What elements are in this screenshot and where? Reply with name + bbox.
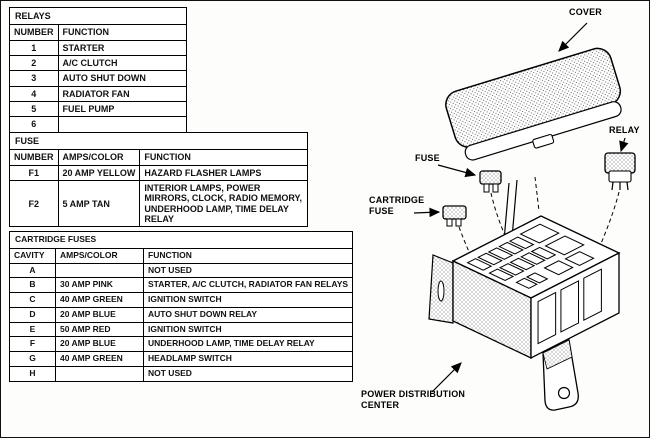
table-cell: C	[9, 292, 56, 308]
table-cell	[55, 262, 144, 279]
table-cell: AUTO SHUT DOWN RELAY	[142, 306, 354, 323]
table-cell: 5 AMP TAN	[57, 180, 141, 228]
table-cell: STARTER, A/C CLUTCH, RADIATOR FAN RELAYS	[142, 277, 354, 294]
table-row: D 20 AMP BLUE AUTO SHUT DOWN RELAY	[9, 306, 354, 323]
column-header: CAVITY	[9, 247, 56, 264]
cartridge-fuse-shape	[442, 205, 478, 270]
column-header: FUNCTION	[139, 149, 309, 166]
table-row: 1 STARTER	[9, 39, 187, 57]
table-cell: 40 AMP GREEN	[55, 351, 144, 367]
table-cell: 6	[9, 116, 59, 133]
table-cell: B	[9, 277, 56, 294]
table-row: 6	[9, 116, 187, 133]
table-row: A NOT USED	[9, 262, 354, 279]
cartridge-fuse-arrow	[413, 207, 441, 218]
table-row: H NOT USED	[9, 365, 354, 382]
fuse-table-title: FUSE	[8, 131, 309, 151]
power-distribution-center-label: POWER DISTRIBUTION CENTER	[361, 389, 466, 411]
table-cell: 4	[9, 85, 59, 103]
column-header: FUNCTION	[142, 247, 354, 264]
table-cell: E	[9, 321, 56, 338]
table-row: C 40 AMP GREEN IGNITION SWITCH	[9, 292, 354, 308]
table-cell: HEADLAMP SWITCH	[142, 351, 354, 367]
table-cell: 3	[9, 70, 59, 87]
table-cell: A	[9, 262, 56, 279]
power-distribution-box-shape	[428, 215, 621, 411]
table-cell: UNDERHOOD LAMP, TIME DELAY RELAY	[142, 336, 354, 353]
table-header-row: CAVITY AMPS/COLOR FUNCTION	[9, 247, 354, 264]
table-cell: AUTO SHUT DOWN	[57, 70, 187, 87]
table-row: 2 A/C CLUTCH	[9, 55, 187, 72]
table-cell: G	[9, 351, 56, 367]
table-title-row: CARTRIDGE FUSES	[8, 231, 354, 249]
table-cell: 20 AMP BLUE	[55, 336, 144, 353]
cover-leader-line	[534, 176, 540, 212]
table-cell: 40 AMP GREEN	[55, 292, 144, 308]
fuse-arrow	[437, 164, 477, 178]
table-row: F 20 AMP BLUE UNDERHOOD LAMP, TIME DELAY…	[9, 336, 354, 353]
table-cell: IGNITION SWITCH	[142, 321, 354, 338]
table-cell	[57, 116, 187, 133]
relays-table: RELAYS NUMBER FUNCTION 1 STARTER 2 A/C C…	[9, 6, 187, 133]
column-header: NUMBER	[9, 24, 59, 41]
table-header-row: NUMBER AMPS/COLOR FUNCTION	[9, 149, 309, 166]
table-row: F1 20 AMP YELLOW HAZARD FLASHER LAMPS	[9, 164, 309, 182]
table-cell: 1	[9, 39, 59, 57]
table-row: B 30 AMP PINK STARTER, A/C CLUTCH, RADIA…	[9, 277, 354, 294]
column-header: AMPS/COLOR	[55, 247, 144, 264]
power-distribution-center-arrow	[431, 362, 462, 393]
table-title-row: FUSE	[8, 131, 309, 151]
table-cell: NOT USED	[142, 365, 354, 382]
table-cell: FUEL PUMP	[57, 101, 187, 118]
table-cell: HAZARD FLASHER LAMPS	[139, 164, 309, 182]
table-row: F2 5 AMP TAN INTERIOR LAMPS, POWER MIRRO…	[9, 180, 309, 228]
table-row: G 40 AMP GREEN HEADLAMP SWITCH	[9, 351, 354, 367]
table-cell: IGNITION SWITCH	[142, 292, 354, 308]
table-row: 5 FUEL PUMP	[9, 101, 187, 118]
table-cell: F	[9, 336, 56, 353]
table-cell: F2	[9, 180, 59, 228]
column-header: AMPS/COLOR	[57, 149, 141, 166]
table-row: 4 RADIATOR FAN	[9, 85, 187, 103]
table-cell: INTERIOR LAMPS, POWER MIRRORS, CLOCK, RA…	[139, 180, 309, 228]
cartridge-fuse-label: CARTRIDGE FUSE	[369, 195, 425, 217]
table-cell: D	[9, 306, 56, 323]
cartridge-fuses-table: CARTRIDGE FUSES CAVITY AMPS/COLOR FUNCTI…	[8, 231, 354, 382]
table-cell: 20 AMP BLUE	[55, 306, 144, 323]
table-title-row: RELAYS	[9, 6, 187, 26]
table-cell: H	[9, 365, 56, 382]
relay-label: RELAY	[609, 125, 640, 135]
cover-arrow	[558, 22, 588, 52]
table-cell: STARTER	[57, 39, 187, 57]
relay-shape	[592, 152, 636, 264]
table-cell: A/C CLUTCH	[57, 55, 187, 72]
table-cell: 20 AMP YELLOW	[57, 164, 141, 182]
table-cell: 50 AMP RED	[55, 321, 144, 338]
column-header: FUNCTION	[57, 24, 187, 41]
table-header-row: NUMBER FUNCTION	[9, 24, 187, 41]
fuse-stem-line	[503, 182, 510, 242]
cover-shape	[445, 47, 622, 161]
table-row: 3 AUTO SHUT DOWN	[9, 70, 187, 87]
relays-table-title: RELAYS	[9, 6, 187, 26]
table-cell: 5	[9, 101, 59, 118]
cover-label: COVER	[569, 7, 603, 17]
fuse-table: FUSE NUMBER AMPS/COLOR FUNCTION F1 20 AM…	[8, 131, 309, 228]
table-cell: NOT USED	[142, 262, 354, 279]
table-cell: 30 AMP PINK	[55, 277, 144, 294]
table-row: E 50 AMP RED IGNITION SWITCH	[9, 321, 354, 338]
relay-arrow	[619, 137, 629, 153]
table-cell: RADIATOR FAN	[57, 85, 187, 103]
column-header: NUMBER	[9, 149, 59, 166]
cartridge-fuses-table-title: CARTRIDGE FUSES	[8, 231, 354, 249]
table-cell	[55, 365, 144, 382]
table-cell: 2	[9, 55, 59, 72]
table-cell: F1	[9, 164, 59, 182]
fuse-stem-line	[511, 179, 518, 239]
fuse-label: FUSE	[415, 153, 440, 163]
